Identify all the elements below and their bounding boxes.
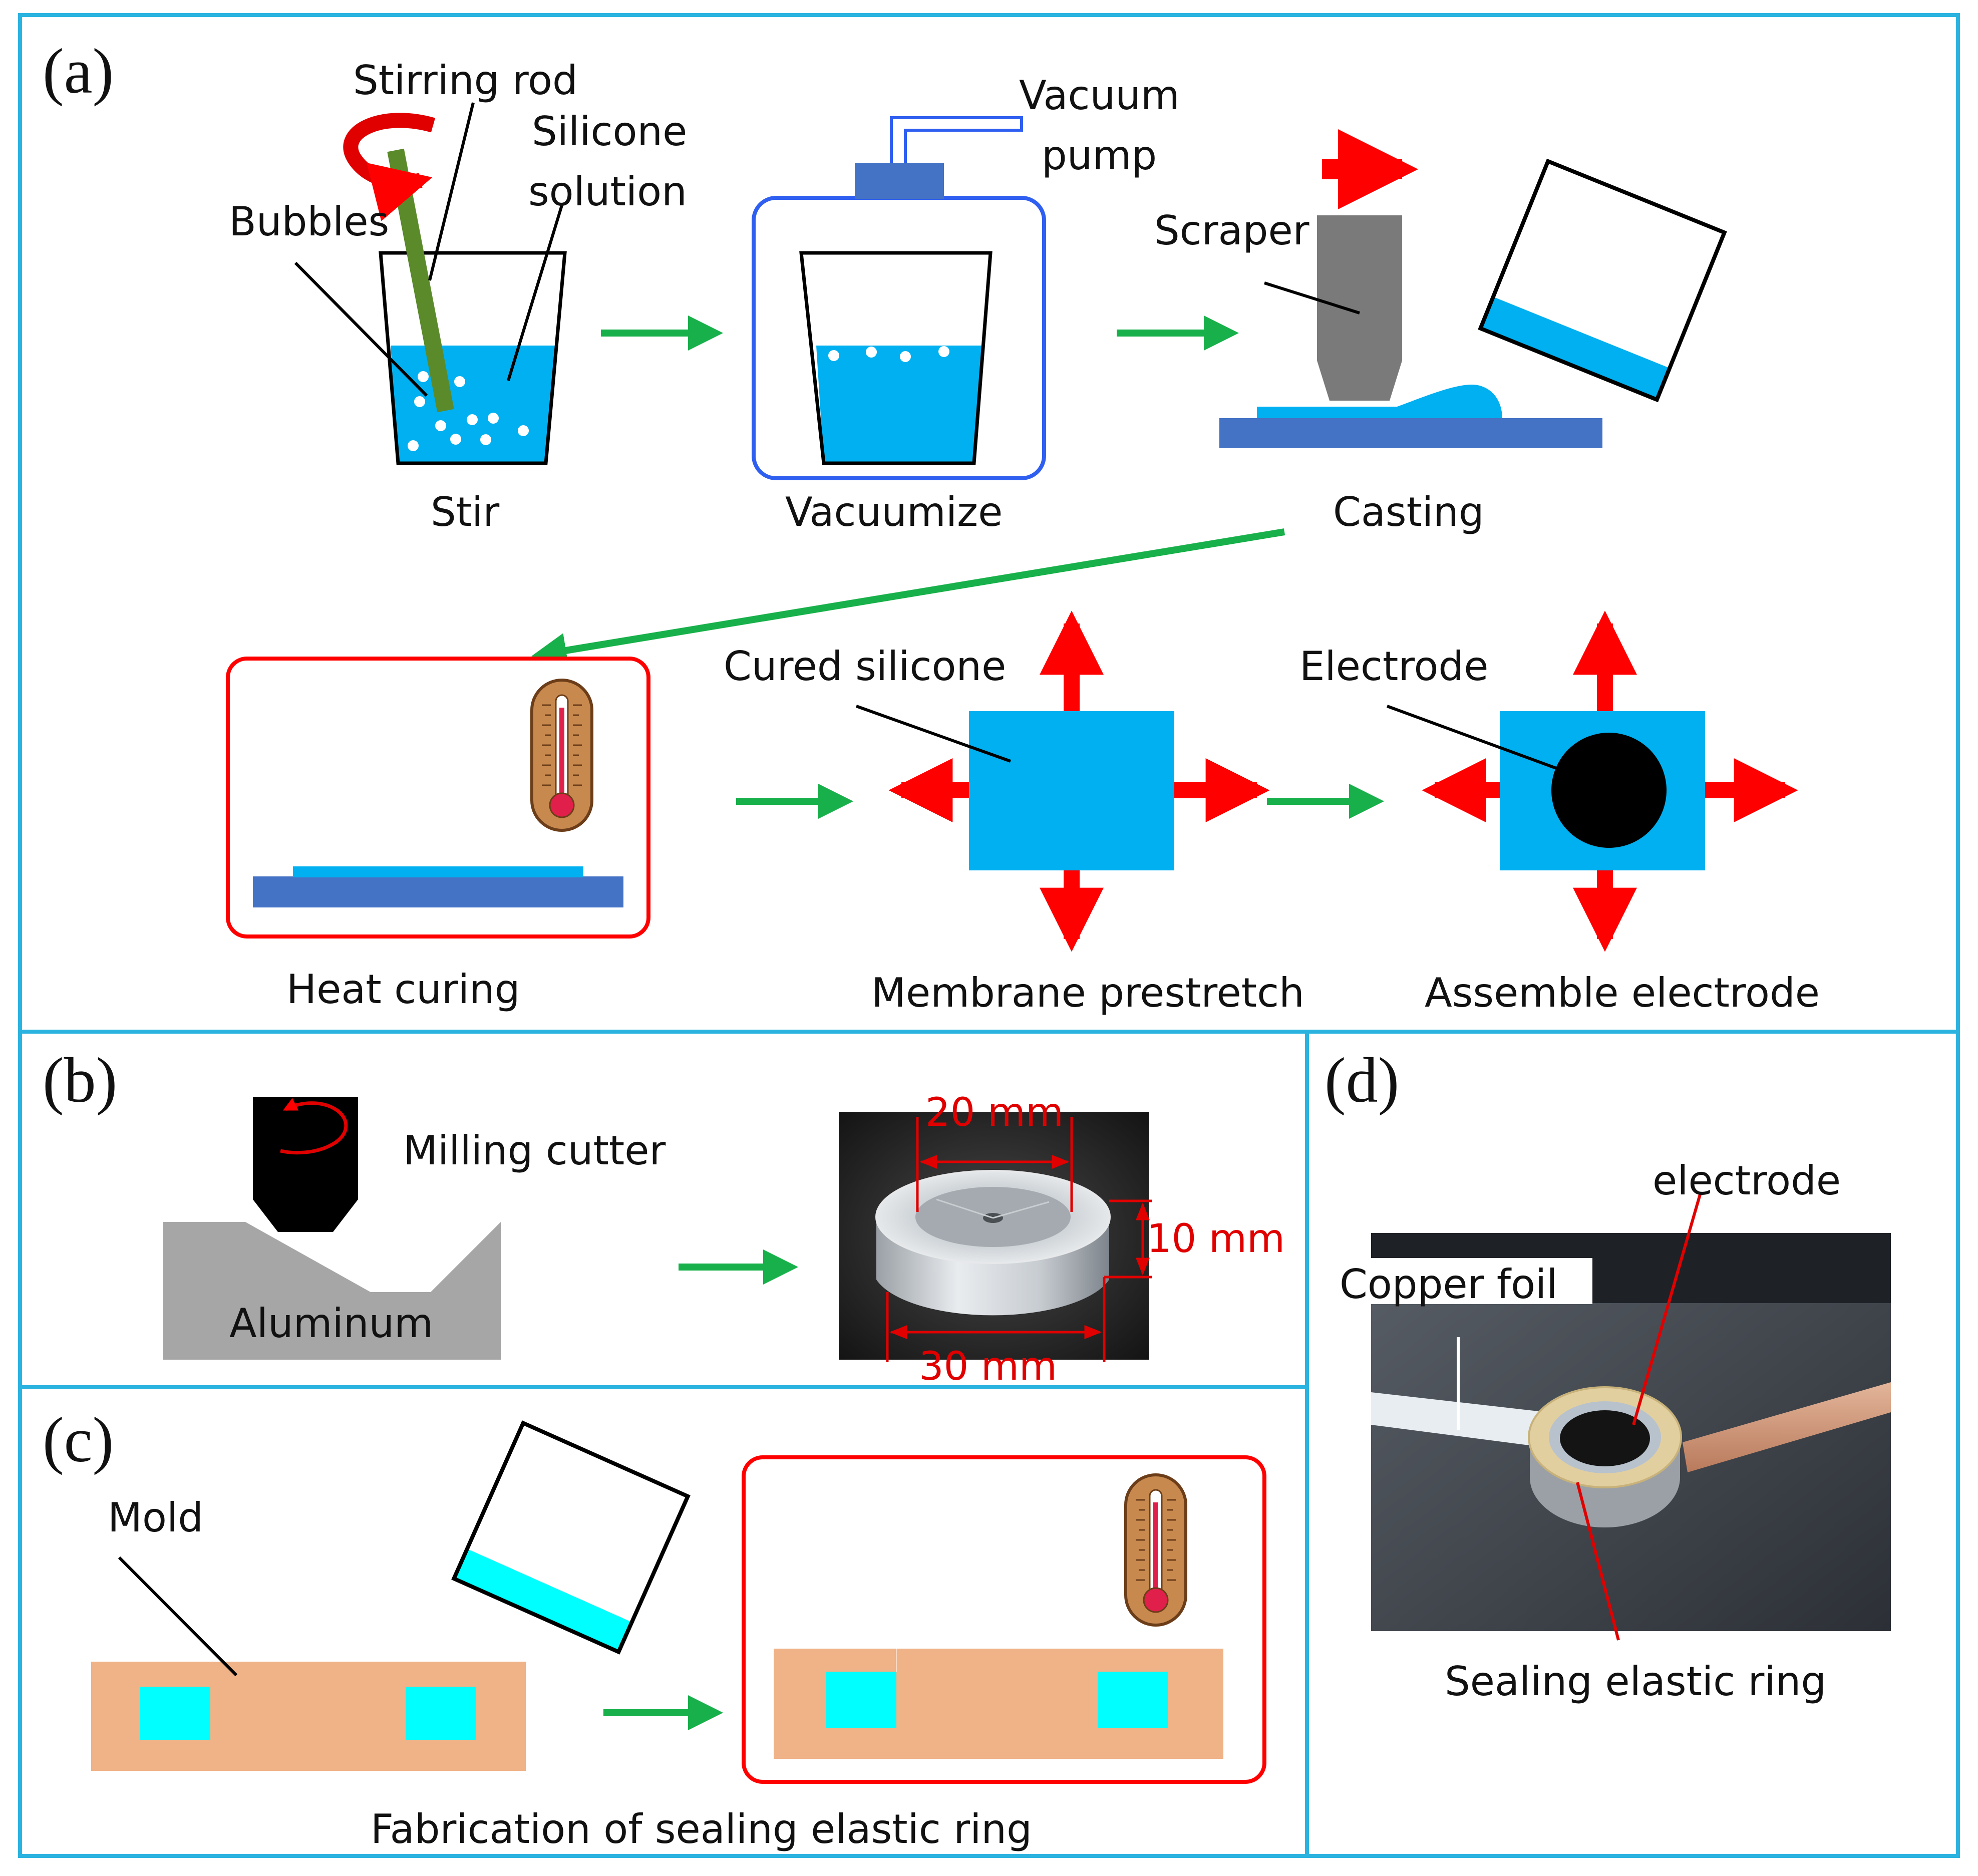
copper-foil-strip-right: [1683, 1382, 1891, 1472]
bubbles-label: Bubbles: [229, 198, 389, 245]
casting-setup: [1219, 129, 1727, 448]
copper-foil-label-box: [1336, 1258, 1592, 1304]
bubbles-dots: [408, 371, 529, 451]
silicone-label-1: Silicone: [532, 108, 687, 155]
stirring-rod-label: Stirring rod: [353, 57, 578, 104]
electrode-dot: [1551, 733, 1667, 848]
electrode-pointer: [1632, 1194, 1702, 1425]
sealing-ring-pointer: [1576, 1482, 1620, 1641]
aluminum-mold-photo: [839, 1112, 1149, 1360]
milling-cutter: [253, 1097, 358, 1232]
dimension-lines: [886, 1117, 1152, 1362]
casting-substrate: [1219, 418, 1602, 448]
scraper-label: Scraper: [1154, 207, 1309, 254]
vacuum-pump-label-2: pump: [1042, 132, 1157, 179]
cast-film: [1257, 385, 1502, 418]
scraper: [1317, 215, 1402, 401]
pouring-container: [1478, 158, 1727, 403]
copper-foil-label: Copper foil: [1340, 1261, 1557, 1308]
silicone-leader: [507, 205, 563, 381]
curing-oven: [226, 657, 650, 939]
thermometer-icon: [532, 680, 592, 830]
mold-left: [91, 1662, 526, 1771]
aluminum-label: Aluminum: [229, 1300, 433, 1347]
step-heat-curing-label: Heat curing: [286, 966, 520, 1013]
mold-label: Mold: [108, 1494, 203, 1541]
electrode-leader: [1386, 705, 1586, 780]
step-stir-label: Stir: [431, 489, 499, 535]
flow-arrow-3: [531, 528, 1285, 668]
cutter-rotation-icon: [280, 1098, 348, 1155]
electrode-label: Electrode: [1299, 643, 1488, 690]
mold-leader: [118, 1556, 238, 1677]
pouring-container-c: [451, 1420, 691, 1655]
curing-oven-c: [742, 1455, 1266, 1784]
cured-silicone-label: Cured silicone: [724, 643, 1006, 690]
panel-c-letter: (c): [43, 1404, 114, 1475]
dim-top-label: 20 mm: [925, 1090, 1064, 1135]
electrode-membrane: [1422, 610, 1798, 952]
step-prestretch-label: Membrane prestretch: [871, 970, 1304, 1016]
panel-b: (b) Milling cutter Aluminum 2: [43, 1045, 1285, 1389]
bubbles-leader: [294, 261, 428, 397]
panel-d: (d) Copper foil electrode Sealing elasti…: [1325, 1045, 1891, 1705]
cured-silicone-leader: [855, 705, 1012, 763]
milling-cutter-label: Milling cutter: [403, 1127, 666, 1174]
panel-b-letter: (b): [43, 1045, 117, 1116]
stirring-rod-leader: [428, 102, 475, 281]
dim-bottom-label: 30 mm: [919, 1344, 1057, 1389]
panel-frame-outer: [18, 13, 1960, 1858]
fabrication-caption: Fabrication of sealing elastic ring: [371, 1806, 1032, 1852]
step-vacuumize-label: Vacuumize: [785, 489, 1003, 535]
vacuum-chamber: [752, 116, 1046, 480]
thermometer-icon: [1126, 1475, 1186, 1625]
panel-a-letter: (a): [43, 36, 114, 107]
panel-c: (c) Mold Fabrication of sealing elastic …: [43, 1404, 1266, 1852]
panel-d-letter: (d): [1325, 1045, 1399, 1116]
aluminum-block: [163, 1222, 501, 1360]
silicone-label-2: solution: [528, 168, 687, 215]
stir-beaker: [343, 113, 567, 465]
step-assemble-label: Assemble electrode: [1425, 970, 1820, 1016]
electrode-label-d: electrode: [1653, 1157, 1841, 1204]
sealing-ring-label: Sealing elastic ring: [1445, 1658, 1826, 1705]
dim-height-label: 10 mm: [1147, 1216, 1285, 1262]
prestretch-membrane: [888, 610, 1270, 952]
vacuum-pump: [855, 163, 944, 199]
panel-a: (a) Stirring rod Silicone solution Bubbl…: [43, 36, 1820, 1016]
vacuum-pump-label-1: Vacuum: [1019, 72, 1180, 119]
rotation-arrow-icon: [343, 113, 436, 221]
step-casting-label: Casting: [1333, 489, 1484, 535]
scraper-leader: [1264, 281, 1360, 315]
